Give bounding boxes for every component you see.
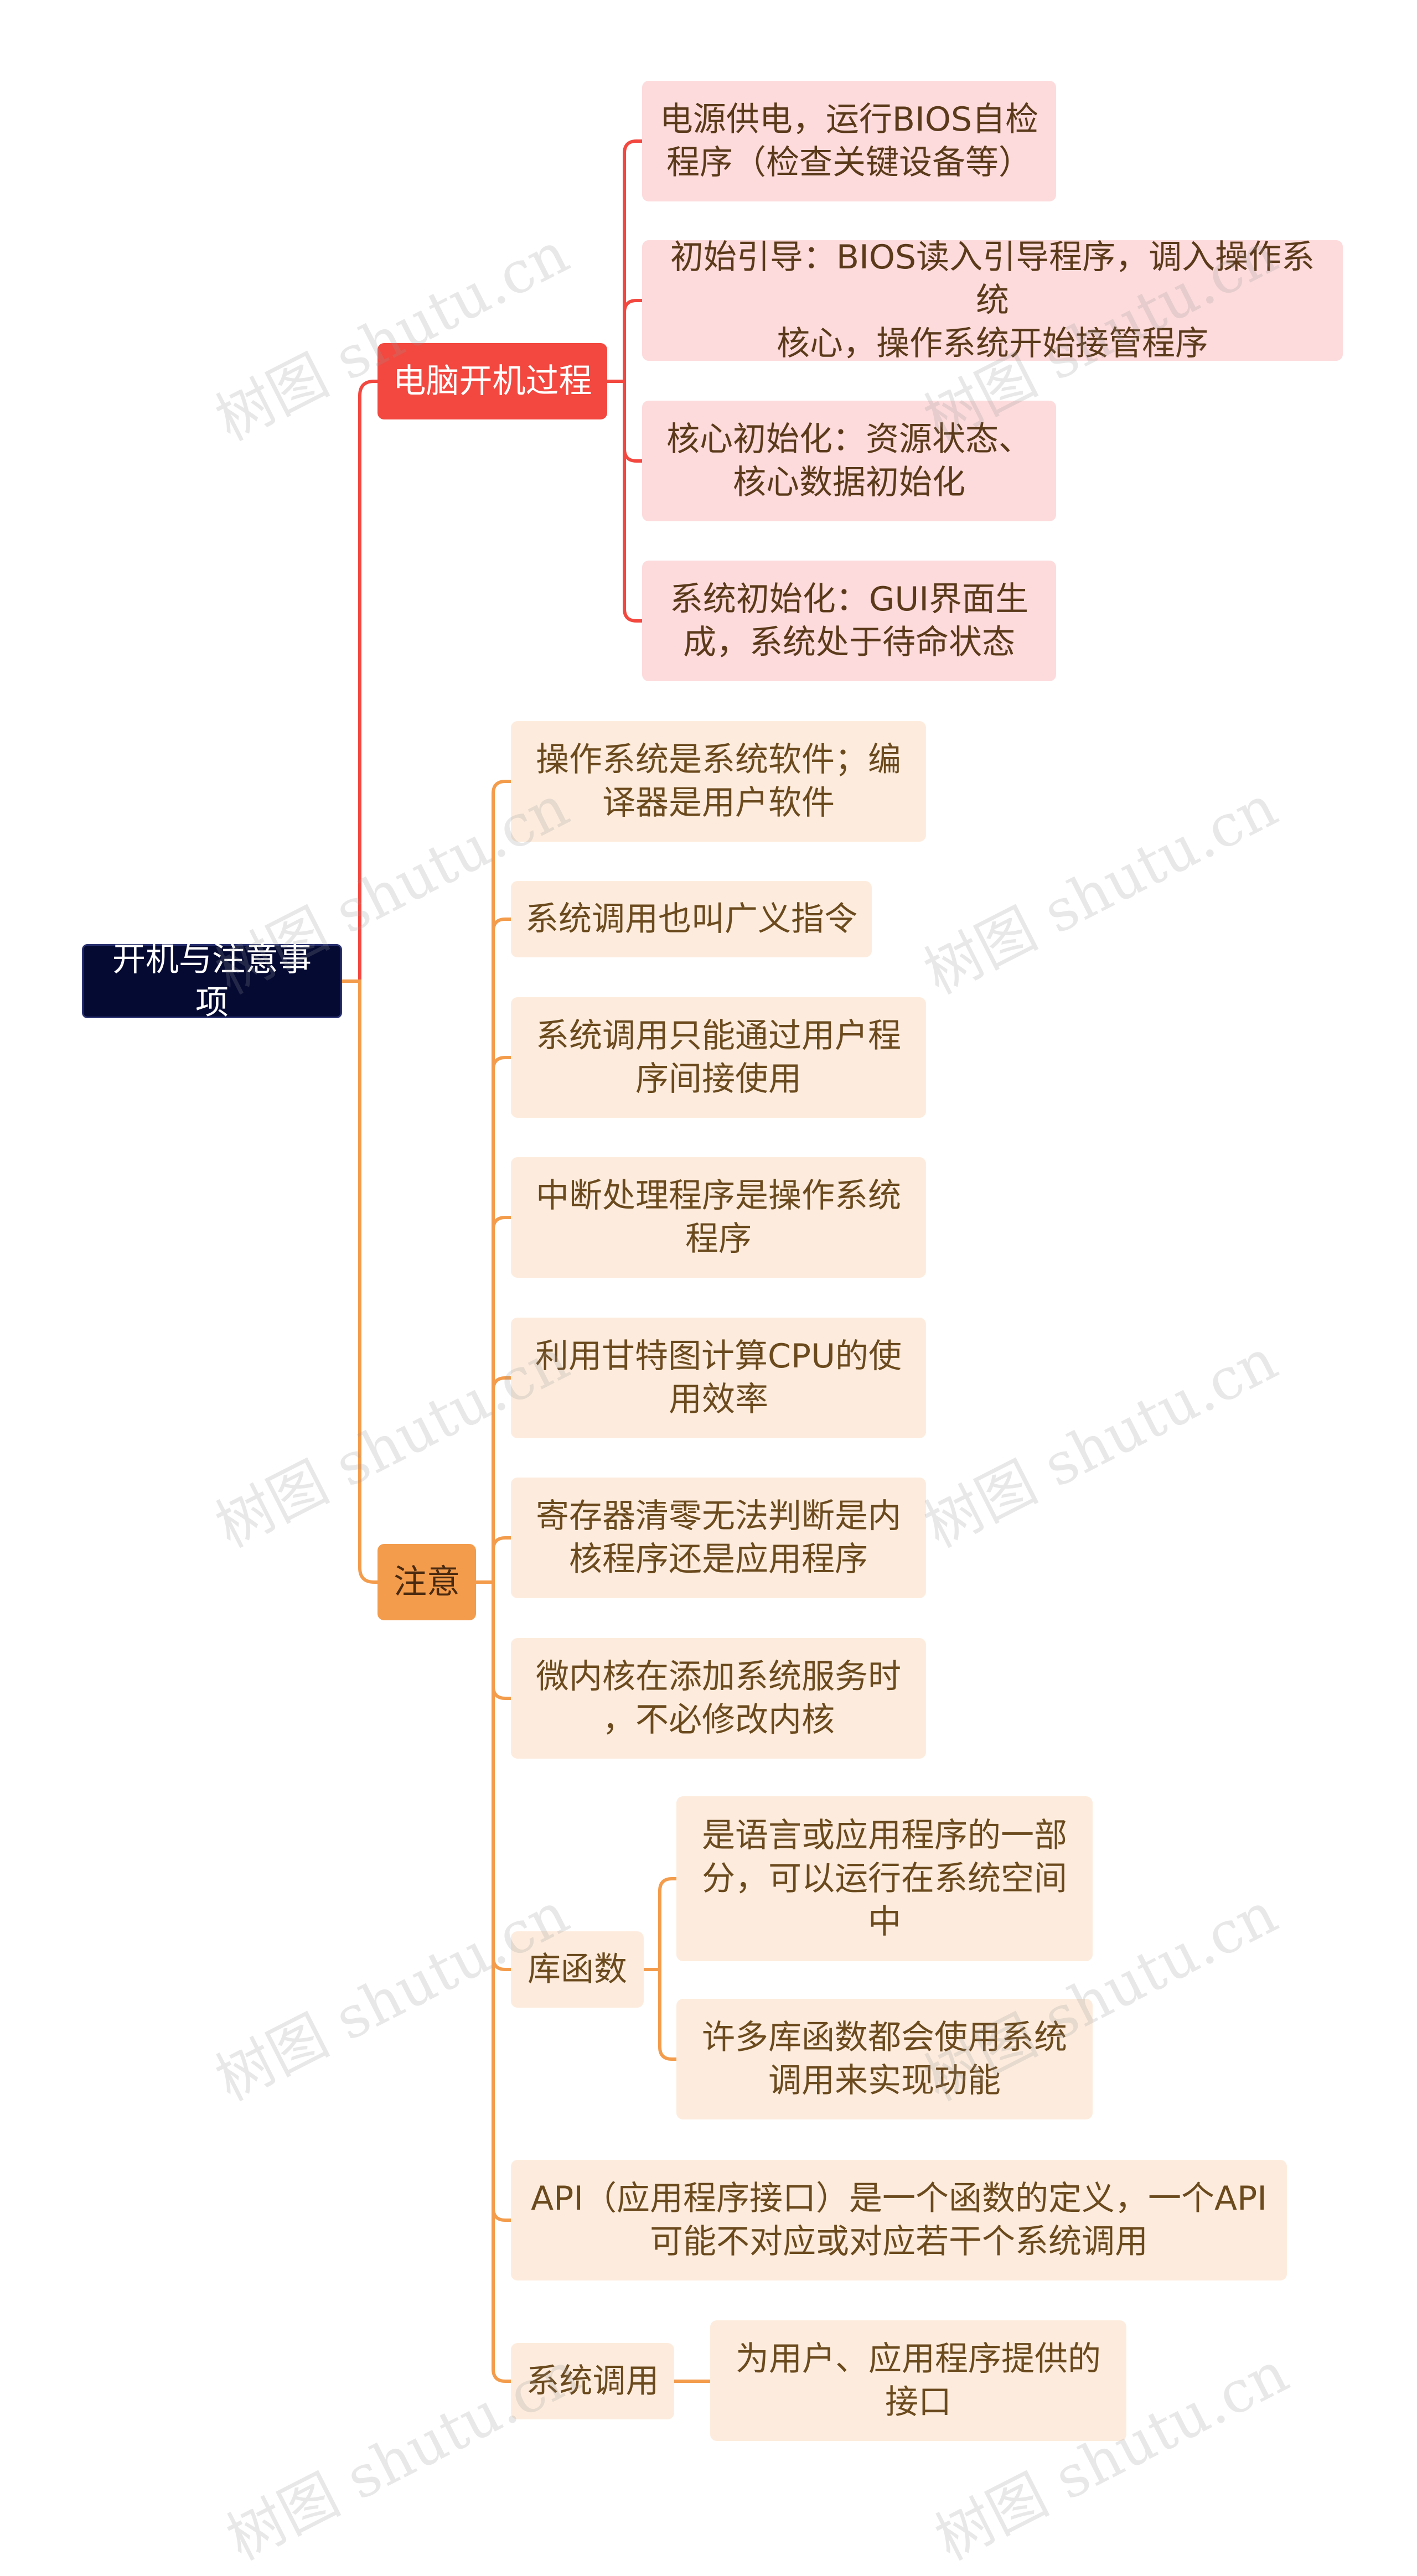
note-os-vs-compiler[interactable]: 操作系统是系统软件；编译器是用户软件 xyxy=(511,721,926,842)
note-interrupt-handler[interactable]: 中断处理程序是操作系统程序 xyxy=(511,1157,926,1278)
connector-note-2 xyxy=(474,1056,513,1584)
connector-note-3 xyxy=(474,1216,513,1584)
connector-root-to-boot xyxy=(340,380,379,983)
connector-lines xyxy=(340,139,712,2383)
boot-step-core-init[interactable]: 核心初始化：资源状态、核心数据初始化 xyxy=(642,401,1056,521)
library-part-of-language[interactable]: 是语言或应用程序的一部分，可以运行在系统空间中 xyxy=(676,1796,1093,1961)
connector-library-1 xyxy=(642,1968,678,2061)
note-library-functions[interactable]: 库函数 xyxy=(511,1931,644,2008)
connector-note-4 xyxy=(474,1376,513,1584)
note-syscall-indirect[interactable]: 系统调用只能通过用户程序间接使用 xyxy=(511,997,926,1118)
branch-notes[interactable]: 注意 xyxy=(377,1544,476,1620)
note-system-call[interactable]: 系统调用 xyxy=(511,2343,674,2419)
connector-root-to-notes xyxy=(340,979,379,1584)
connector-note-5 xyxy=(474,1536,513,1584)
branch-boot-process[interactable]: 电脑开机过程 xyxy=(377,343,607,419)
connector-boot-step-1 xyxy=(606,299,644,383)
connector-note-9 xyxy=(474,1580,513,2383)
syscall-interface[interactable]: 为用户、应用程序提供的接口 xyxy=(710,2320,1126,2441)
note-microkernel[interactable]: 微内核在添加系统服务时，不必修改内核 xyxy=(511,1638,926,1759)
connector-boot-step-0 xyxy=(606,139,644,383)
boot-step-initial-boot[interactable]: 初始引导：BIOS读入引导程序，调入操作系统核心，操作系统开始接管程序 xyxy=(642,238,1343,363)
connector-note-0 xyxy=(474,780,513,1584)
note-register-clear[interactable]: 寄存器清零无法判断是内核程序还是应用程序 xyxy=(511,1478,926,1598)
library-uses-syscalls[interactable]: 许多库函数都会使用系统调用来实现功能 xyxy=(676,1999,1093,2119)
note-syscall-generalized[interactable]: 系统调用也叫广义指令 xyxy=(511,881,872,957)
boot-step-system-init[interactable]: 系统初始化：GUI界面生成，系统处于待命状态 xyxy=(642,561,1056,681)
connector-boot-step-3 xyxy=(606,380,644,623)
connector-note-1 xyxy=(474,918,513,1584)
root-node[interactable]: 开机与注意事项 xyxy=(82,940,342,1022)
connector-library-0 xyxy=(642,1877,678,1971)
note-gantt-cpu[interactable]: 利用甘特图计算CPU的使用效率 xyxy=(511,1318,926,1438)
boot-step-power-bios[interactable]: 电源供电，运行BIOS自检程序（检查关键设备等） xyxy=(642,81,1056,201)
